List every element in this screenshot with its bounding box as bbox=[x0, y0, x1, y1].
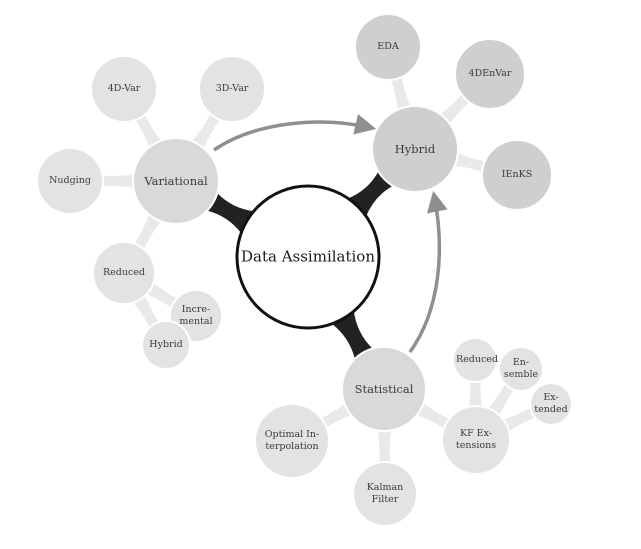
center-node-label: Data Assimilation bbox=[240, 247, 376, 266]
connector-hybrid-eda bbox=[390, 75, 412, 112]
connector-hybrid-ienks bbox=[453, 152, 487, 173]
3d-var-node-label: 3D-Var bbox=[215, 83, 249, 95]
4denvar-node-label: 4DEnVar bbox=[468, 68, 512, 80]
node-circle-variational bbox=[132, 137, 220, 225]
node-circle-extended bbox=[529, 382, 573, 426]
ienks-node-label: IEnKS bbox=[501, 169, 533, 181]
node-circle-var-4d bbox=[90, 55, 158, 123]
connector-reduced_var-incremental bbox=[145, 281, 179, 309]
node-circle-nudging bbox=[36, 147, 104, 215]
node-circle-hybrid-sub bbox=[141, 320, 191, 370]
node-circle-var-3d bbox=[198, 55, 266, 123]
nudging-node-label: Nudging bbox=[49, 175, 91, 187]
4d-var-node-label: 4D-Var bbox=[107, 83, 141, 95]
connector-variational-nudging bbox=[101, 174, 135, 188]
node-circle-eda bbox=[354, 13, 422, 81]
arrow-statistical-to-hybrid bbox=[408, 190, 448, 354]
node-circle-ensemble bbox=[498, 346, 544, 392]
node-circle-kf-extensions bbox=[441, 405, 511, 475]
node-circle-reduced-kf bbox=[452, 337, 498, 383]
arrow-variational-to-hybrid bbox=[213, 113, 377, 152]
connector-kf_extensions-reduced_kf bbox=[468, 379, 483, 409]
kf-extensions-node-label: KF Ex- tensions bbox=[455, 428, 497, 451]
connector-statistical-optimal_interpolation bbox=[319, 402, 353, 429]
eda-node-label: EDA bbox=[377, 41, 399, 53]
connector-statistical-kalman_filter bbox=[377, 428, 392, 465]
node-circle-kalman-filter bbox=[352, 461, 418, 527]
ensemble-node-label: En- semble bbox=[503, 357, 539, 380]
connector-kf_extensions-ensemble bbox=[487, 382, 516, 417]
connector-reduced_var-hybrid_sub bbox=[132, 294, 160, 329]
optimal-interpolation-node-label: Optimal In- terpolation bbox=[264, 429, 320, 452]
variational-node-label: Variational bbox=[144, 173, 208, 188]
node-circle-ienks bbox=[481, 139, 553, 211]
connector-variational-var_3d bbox=[191, 112, 221, 150]
node-circle-hybrid bbox=[371, 105, 459, 193]
node-circle-fourdenvar bbox=[454, 38, 526, 110]
connector-center-statistical bbox=[331, 310, 374, 360]
statistical-node-label: Statistical bbox=[354, 381, 414, 396]
hybrid-sub-node-label: Hybrid bbox=[149, 339, 183, 351]
connector-kf_extensions-extended bbox=[501, 407, 537, 433]
node-circle-statistical bbox=[341, 346, 427, 432]
reduced-kf-node-label: Reduced bbox=[456, 354, 498, 366]
incremental-node-label: Incre- mental bbox=[179, 304, 213, 327]
connector-hybrid-fourdenvar bbox=[439, 93, 471, 125]
connector-variational-reduced_var bbox=[133, 213, 162, 251]
node-circle-optimal-interpolation bbox=[254, 403, 330, 479]
connector-center-variational bbox=[206, 192, 255, 234]
connector-statistical-kf_extensions bbox=[415, 402, 451, 430]
reduced-variational-node-label: Reduced bbox=[103, 267, 145, 279]
hybrid-node-label: Hybrid bbox=[394, 141, 436, 156]
node-circle-center bbox=[235, 184, 381, 330]
kalman-filter-node-label: Kalman Filter bbox=[366, 482, 404, 505]
connector-variational-var_4d bbox=[134, 113, 162, 149]
node-circle-reduced-var bbox=[92, 241, 156, 305]
extended-node-label: Ex- tended bbox=[534, 392, 568, 415]
